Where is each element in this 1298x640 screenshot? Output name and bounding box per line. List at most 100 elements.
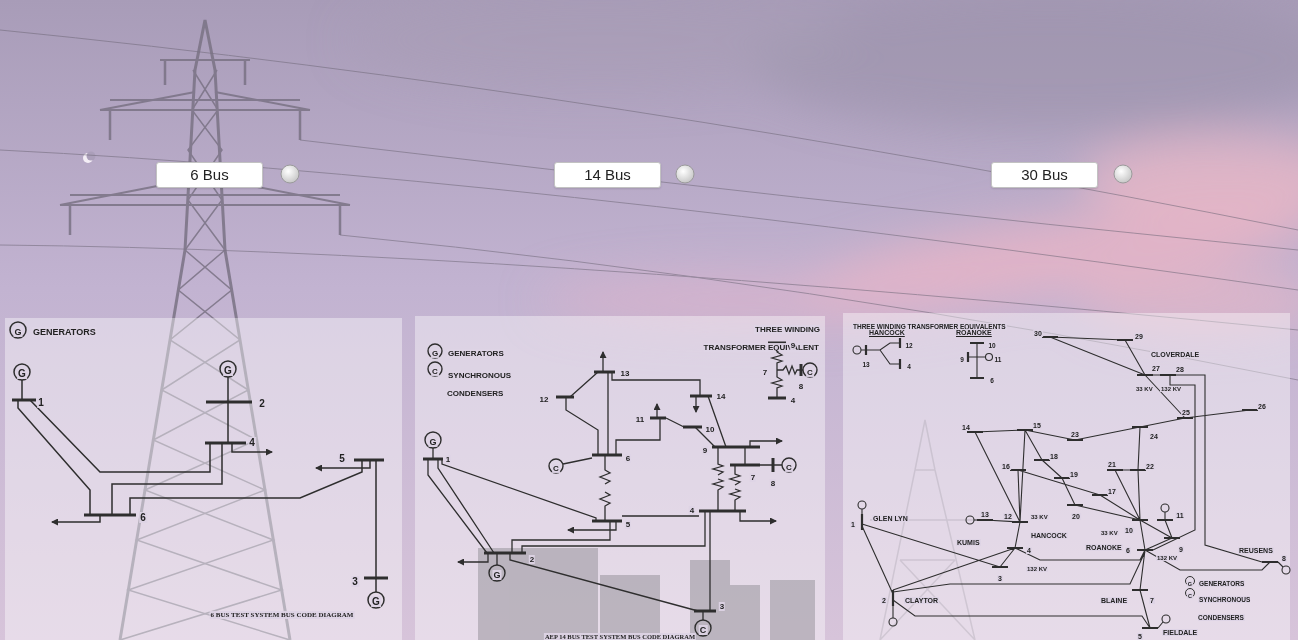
bus-number-holder: 26 — [1257, 395, 1267, 413]
place-name: ROANOKE — [955, 329, 993, 336]
place-name: BLAINE — [1100, 597, 1128, 604]
symbol-letter-holder: C — [699, 619, 708, 637]
bus-number: 9 — [959, 356, 965, 363]
thirty-bus-diagram — [858, 501, 866, 509]
legend-item: SYNCHRONOUS CONDENSERS — [447, 364, 529, 400]
bus-number: 16 — [1001, 463, 1011, 470]
bus-number: 22 — [1145, 463, 1155, 470]
thirty-bus-diagram — [862, 337, 1270, 628]
bus-number-holder: 9 — [702, 439, 708, 457]
bus-number-holder: 21 — [1107, 453, 1117, 471]
bus-number: 12 — [1003, 513, 1013, 520]
voltage-label-holder: 132 KV — [1026, 557, 1048, 575]
bus-number-holder: 13 — [620, 362, 631, 380]
bus-number: 2 — [529, 555, 535, 564]
bus-number-holder: 6 — [989, 369, 995, 387]
bus-number-holder: 3 — [997, 567, 1003, 585]
bus-number-holder: 7 — [1149, 589, 1155, 607]
place-name-holder: ROANOKE — [955, 321, 993, 339]
place-name: ROANOKE — [1085, 544, 1123, 551]
bus-number: 29 — [1134, 333, 1144, 340]
bus-number-holder: 6 — [139, 507, 147, 525]
bus-number: 13 — [861, 361, 870, 368]
bus-number-holder: 13 — [861, 353, 870, 371]
bus-number: 10 — [987, 342, 996, 349]
symbol-letter: G — [17, 368, 27, 379]
six-bus-diagram — [18, 377, 376, 592]
symbol-letter: C — [785, 463, 793, 472]
diagram-panel — [5, 318, 402, 640]
symbol-letter: G — [492, 570, 501, 580]
bus-number: 13 — [620, 369, 631, 378]
legend-text: GENERATORS — [447, 349, 505, 358]
voltage-label: 33 KV — [1135, 386, 1154, 392]
legend-item: SYNCHRONOUS CONDENSERS — [1198, 588, 1260, 624]
voltage-label-holder: 33 KV — [1135, 377, 1154, 395]
symbol-letter: C — [431, 367, 439, 376]
bus-number-holder: 15 — [1032, 414, 1042, 432]
fourteen-bus-diagram — [803, 363, 817, 377]
thirty-bus-diagram — [966, 516, 974, 524]
bus-number: 2 — [881, 597, 887, 604]
place-name: FIELDALE — [1162, 629, 1198, 636]
symbol-letter-holder: C — [806, 361, 814, 379]
pylon — [185, 70, 225, 250]
fourteen-bus-diagram — [458, 553, 488, 562]
bus-number-holder: 19 — [1069, 463, 1079, 481]
bus-number: 9 — [702, 446, 708, 455]
bus-number: 11 — [635, 415, 645, 424]
bus-number: 5 — [625, 520, 631, 529]
thirty-bus-diagram — [862, 337, 1278, 628]
place-name-holder: CLAYTOR — [904, 589, 939, 607]
voltage-label: 132 KV — [1160, 386, 1182, 392]
fourteen-bus-diagram — [428, 370, 803, 620]
symbol-letter: G — [371, 596, 381, 607]
legend-item: GENERATORS — [1198, 572, 1245, 590]
bus-number-holder: 25 — [1181, 401, 1191, 419]
bus-number: 5 — [338, 453, 346, 464]
legend-text: SYNCHRONOUS CONDENSERS — [447, 371, 511, 398]
bus-number-holder: 10 — [705, 418, 716, 436]
bus-number: 17 — [1107, 488, 1117, 495]
bus-number: 1 — [445, 455, 451, 464]
fourteen-bus-diagram — [602, 352, 603, 372]
bus-number-holder: 8 — [798, 375, 804, 393]
cloud — [1080, 135, 1298, 225]
place-name-holder: GLEN LYN — [872, 507, 909, 525]
bus-number: 30 — [1033, 330, 1043, 337]
bus-number: 27 — [1151, 365, 1161, 372]
bus-number: 2 — [258, 398, 266, 409]
bus-number-holder: 28 — [1175, 358, 1185, 376]
moon — [83, 152, 96, 164]
bus-number-holder: 16 — [1001, 455, 1011, 473]
bus-number-holder: 20 — [1071, 505, 1081, 523]
bus-number-holder: 2 — [881, 589, 887, 607]
symbol-letter-holder: G — [431, 342, 439, 360]
bus-number-holder: 1 — [850, 513, 856, 531]
bus-number: 3 — [997, 575, 1003, 582]
bus-number: 4 — [1026, 547, 1032, 554]
bus-number: 12 — [539, 395, 550, 404]
place-name-holder: KUMIS — [956, 531, 981, 549]
six-bus-diagram — [368, 592, 384, 608]
cloud — [350, 0, 1298, 335]
fourteen-bus-diagram — [730, 465, 740, 511]
bus-number: 13 — [980, 511, 990, 518]
voltage-label: 33 KV — [1100, 530, 1119, 536]
bus-number-holder: 9 — [790, 334, 796, 352]
diagram-panel — [415, 316, 825, 640]
bus-number: 19 — [1069, 471, 1079, 478]
bus-number-holder: 12 — [904, 334, 913, 352]
voltage-label: 132 KV — [1156, 555, 1178, 561]
thirty-bus-diagram — [853, 337, 1290, 628]
bus-number: 26 — [1257, 403, 1267, 410]
thirty-bus-diagram — [1161, 504, 1169, 512]
place-name: CLAYTOR — [904, 597, 939, 604]
bus-number-holder: 4 — [1026, 539, 1032, 557]
symbol-letter-holder: G — [371, 591, 381, 609]
place-name: REUSENS — [1238, 547, 1274, 554]
diagram-caption: 6 BUS TEST SYSTEM BUS CODE DIAGRAM — [210, 611, 355, 619]
symbol-letter-holder: G — [1187, 572, 1193, 590]
place-name: HANCOCK — [868, 329, 906, 336]
moon — [87, 152, 96, 161]
